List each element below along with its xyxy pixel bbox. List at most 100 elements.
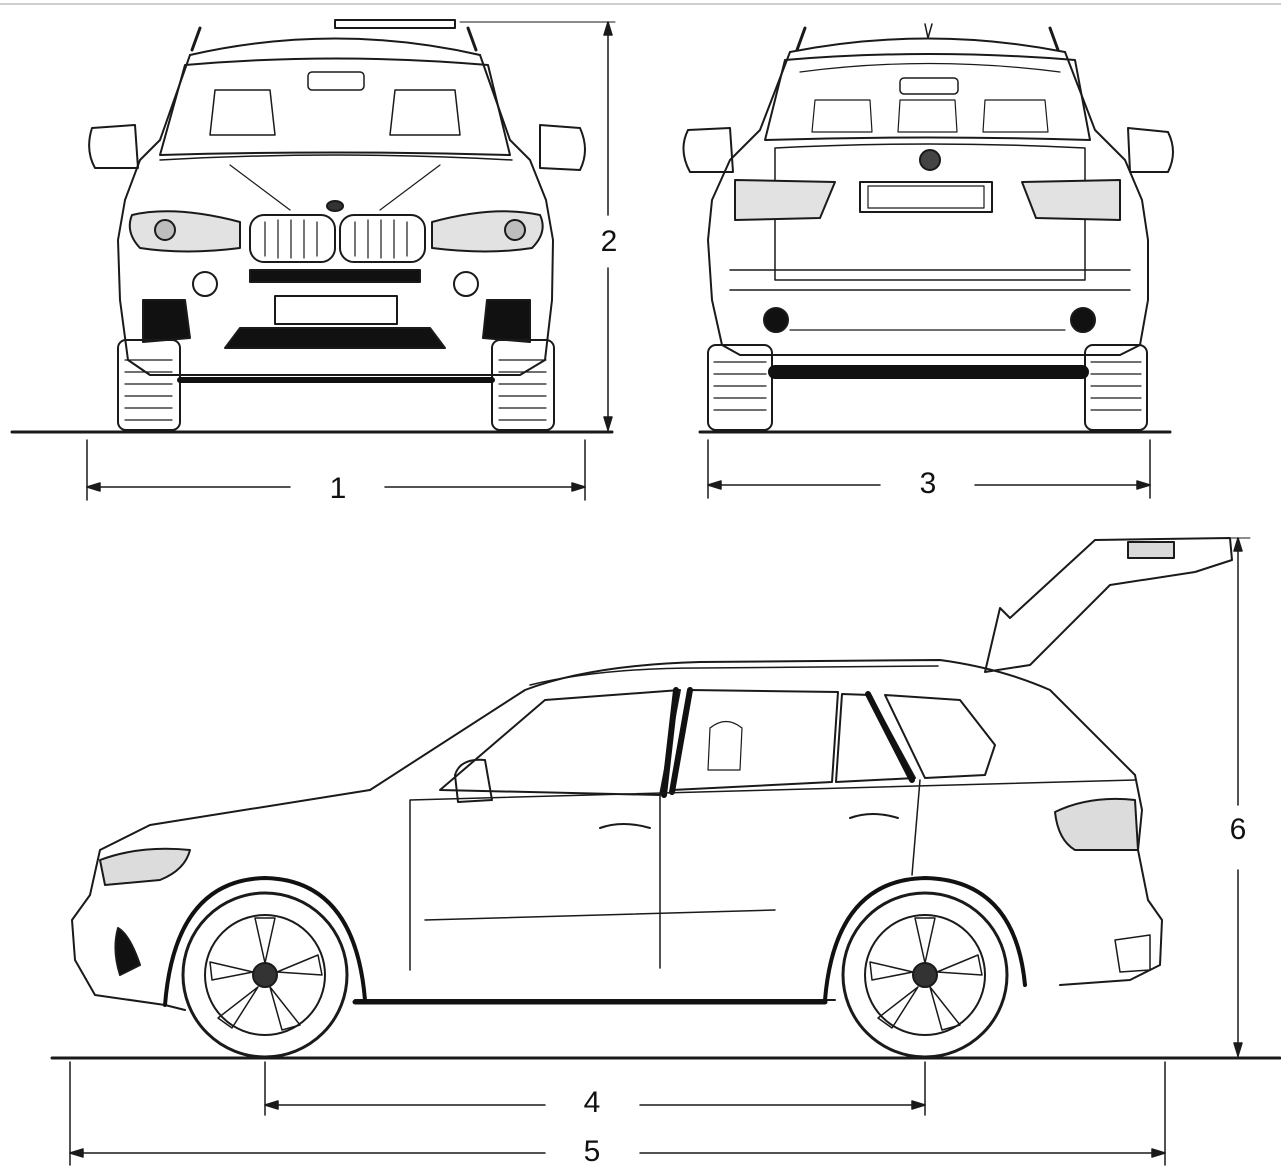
dimension-1: [86, 439, 586, 501]
front-left-headlight: [128, 210, 241, 253]
side-rear-wheel: [841, 891, 1009, 1059]
rear-tailgate: [774, 143, 1086, 281]
rear-tire-treads: [713, 361, 1142, 411]
dim1-arrows: [86, 482, 586, 492]
front-lower-intake: [224, 327, 446, 349]
front-seats: [209, 89, 461, 136]
dim5-arrows: [69, 1148, 1166, 1158]
side-door-lines: [409, 779, 1136, 971]
rear-body-outline: [707, 51, 1149, 356]
front-right-intake: [482, 299, 531, 343]
dimension-3: [707, 439, 1151, 499]
dimension-5: [69, 1061, 1166, 1166]
dim2-arrows: [603, 21, 613, 431]
dimension-6: [1204, 537, 1251, 1057]
rear-right-mirror: [1127, 127, 1174, 173]
front-rim: [204, 914, 326, 1036]
side-rear-body: [1059, 774, 1163, 986]
rear-window: [764, 53, 1091, 141]
side-body-crease: [424, 909, 776, 921]
front-grille-slats: [264, 219, 408, 259]
side-roof-rail: [529, 665, 939, 686]
rear-rim: [864, 914, 986, 1036]
front-roof-box: [334, 19, 456, 29]
side-tailgate-light: [1127, 541, 1175, 559]
side-rear-reflector: [1114, 934, 1151, 973]
rear-left-mirror: [682, 127, 734, 173]
label-dimension-2: 2: [600, 225, 618, 258]
side-roofline: [369, 659, 1136, 791]
front-left-mirror: [88, 124, 139, 169]
side-mirror: [454, 758, 493, 803]
side-c-pillar: [865, 691, 915, 783]
front-left-headlight-lens: [154, 219, 176, 241]
front-tire-treads: [124, 359, 547, 421]
front-windshield: [159, 57, 511, 156]
rear-headrests: [811, 99, 1049, 133]
rear-spokes: [869, 917, 983, 1031]
rear-brake-light: [899, 77, 959, 95]
front-right-tire: [491, 339, 555, 431]
label-dimension-5: 5: [583, 1135, 601, 1168]
dim6-arrows: [1233, 537, 1243, 1057]
rear-view: [682, 23, 1174, 434]
side-headlight: [99, 847, 191, 886]
side-front-arch: [163, 876, 367, 1007]
side-quarter-window: [835, 693, 916, 783]
front-mirror-interior: [307, 71, 365, 91]
front-left-tire: [117, 339, 181, 431]
side-rear-quarter-glass: [884, 694, 996, 779]
rear-left-taillight: [734, 179, 836, 221]
front-grille-right: [339, 214, 426, 263]
front-roof: [189, 37, 481, 56]
side-b-pillar: [661, 687, 693, 798]
front-hood-creases: [229, 164, 441, 211]
front-tire: [181, 891, 349, 1059]
front-right-fog-light: [453, 271, 479, 297]
front-roof-rails: [190, 26, 478, 52]
side-taillight: [1054, 797, 1139, 851]
rear-hub: [912, 962, 938, 988]
label-dimension-1: 1: [329, 472, 347, 505]
rear-antenna: [924, 23, 933, 39]
rear-left-tire: [707, 344, 773, 431]
front-right-headlight: [431, 210, 544, 253]
dimension-4: [264, 1061, 926, 1116]
front-right-headlight-lens: [504, 219, 526, 241]
front-plate: [274, 295, 398, 325]
side-front-window: [439, 689, 681, 796]
side-rear-arch: [823, 876, 1027, 1002]
dim3-arrows: [707, 480, 1151, 490]
front-left-fog-light: [192, 271, 218, 297]
front-body-outline: [117, 54, 554, 376]
front-left-intake: [142, 299, 191, 343]
side-headrest: [707, 720, 743, 771]
rear-roof: [789, 37, 1066, 53]
side-door-handles: [599, 813, 899, 829]
rear-plate-recess: [859, 181, 993, 213]
side-fog-intake: [114, 927, 141, 976]
front-logo: [326, 200, 344, 212]
rear-plate: [867, 185, 985, 209]
rear-logo: [919, 149, 941, 171]
label-dimension-4: 4: [583, 1086, 601, 1119]
dimension-2: [459, 21, 616, 431]
front-right-mirror: [539, 124, 586, 171]
front-hood-edge: [159, 154, 513, 161]
side-front-body: [71, 789, 371, 1011]
front-hub: [252, 962, 278, 988]
dim4-arrows: [264, 1100, 926, 1110]
rear-right-exhaust: [1070, 307, 1096, 333]
rear-tire: [841, 891, 1009, 1059]
rear-bumper-lines: [729, 269, 1131, 291]
side-front-wheel: [181, 891, 349, 1059]
side-rear-door-window: [671, 689, 839, 791]
label-dimension-6: 6: [1229, 813, 1247, 846]
rear-roof-rails: [795, 26, 1060, 52]
front-air-intake-upper: [249, 269, 421, 283]
side-view: [50, 537, 1281, 1060]
rear-spoiler: [799, 62, 1061, 73]
rear-right-taillight: [1021, 179, 1121, 221]
